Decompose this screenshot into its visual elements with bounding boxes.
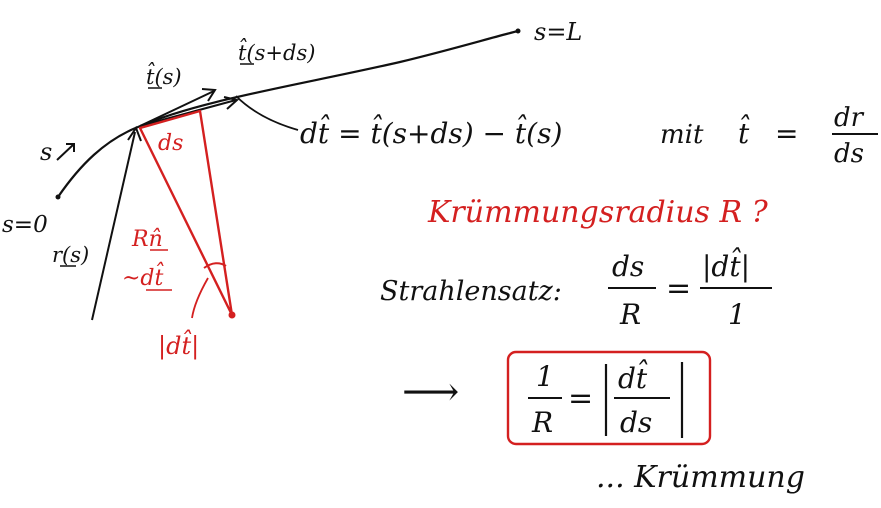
space-curve	[56, 29, 520, 199]
tangent-label-s-ds: t̂(s+ds)	[238, 38, 315, 65]
curve-end-label: s=L	[534, 18, 582, 46]
tangent-s-arrowhead	[201, 88, 217, 102]
result-inner-numerator: dt̂	[618, 360, 648, 395]
small-angle-arc	[203, 262, 227, 269]
intercept-lhs-numerator: ds	[612, 250, 644, 283]
intercept-rhs-numerator: |dt̂|	[702, 248, 750, 283]
position-vector-arrowhead	[127, 125, 142, 142]
intercept-equals: =	[666, 271, 691, 306]
result-box	[506, 350, 712, 446]
ds-label: ds	[158, 131, 183, 156]
curve-start-point	[55, 194, 61, 200]
arc-param-label: s	[40, 138, 52, 166]
result-numerator: 1	[536, 360, 554, 393]
intercept-rhs-denominator: 1	[728, 298, 746, 331]
mit-word: mit	[660, 120, 704, 150]
curvature-triangle	[138, 109, 234, 317]
tangent-def-lhs: t̂	[738, 115, 750, 150]
tangent-vector-s	[139, 90, 215, 127]
radius-normal-label: Rn̂	[131, 227, 163, 252]
tangent-def-denominator: ds	[834, 139, 864, 169]
arc-direction-arrow	[56, 143, 75, 161]
dt-leader-line	[235, 95, 299, 131]
tangent-def-numerator: dr	[834, 103, 865, 133]
tangent-def-equals: =	[775, 117, 798, 150]
result-arrow: ⟶	[402, 369, 459, 415]
position-vector-line	[91, 131, 136, 321]
intercept-theorem-label: Strahlensatz:	[380, 276, 562, 307]
tangent-s-ds-arrowhead	[223, 96, 240, 110]
position-vector-label: r(s)	[52, 243, 89, 267]
abs-dt-leader	[191, 277, 209, 319]
intercept-lhs-denominator: R	[619, 298, 641, 331]
result-inner-denominator: ds	[620, 406, 652, 439]
curve-start-label: s=0	[2, 212, 48, 238]
dt-definition: dt̂ = t̂(s+ds) − t̂(s)	[300, 115, 562, 150]
approx-dt-label: ~dt̂	[122, 262, 164, 291]
curve-end-point	[515, 28, 521, 34]
tangent-label-s: t̂(s)	[146, 62, 182, 89]
result-equals: =	[568, 381, 593, 416]
result-denominator: R	[531, 406, 553, 439]
curvature-footer: ... Krümmung	[596, 460, 805, 495]
curvature-center-point	[228, 311, 236, 319]
curvature-radius-question: Krümmungsradius R ?	[427, 195, 769, 230]
abs-dt-label: |dt̂|	[158, 329, 199, 361]
tangent-vector-s-ds	[139, 99, 237, 127]
